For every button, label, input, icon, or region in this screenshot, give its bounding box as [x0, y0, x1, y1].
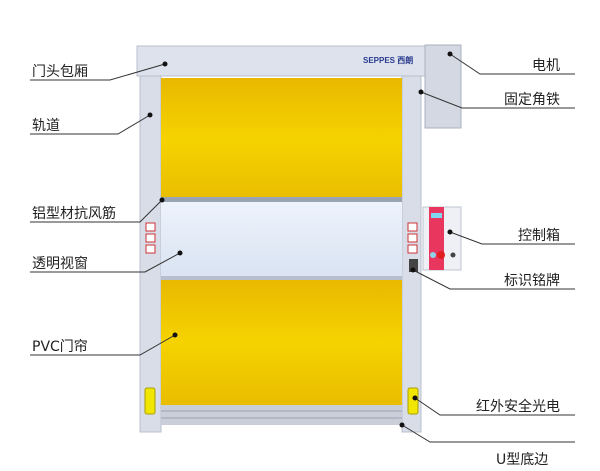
wind-bar-lower [161, 276, 402, 280]
transparent-window [161, 200, 402, 278]
label-angle-iron: 固定角铁 [504, 92, 560, 108]
wind-bar-upper [161, 197, 402, 202]
motor [424, 44, 462, 129]
photocell-left [144, 387, 156, 415]
label-curtain: PVC门帘 [32, 339, 88, 355]
photocell-right [407, 387, 419, 415]
post-buttons-left [145, 222, 156, 254]
pvc-curtain-bottom [161, 278, 402, 405]
post-buttons-right [407, 222, 418, 254]
label-header-box: 门头包厢 [32, 64, 88, 80]
label-photocell: 红外安全光电 [476, 399, 560, 415]
pvc-curtain-top [161, 78, 402, 200]
nameplate [409, 259, 418, 272]
label-bottom-bar: U型底边 [496, 452, 549, 468]
label-wind-bar: 铝型材抗风筋 [32, 206, 116, 222]
label-control-box: 控制箱 [518, 228, 560, 244]
u-bottom-bar [161, 405, 402, 425]
label-nameplate: 标识铭牌 [504, 273, 560, 289]
label-motor: 电机 [532, 58, 560, 74]
label-track: 轨道 [32, 118, 60, 134]
label-window: 透明视窗 [32, 256, 88, 272]
leader-lines [30, 53, 575, 443]
brand-logo: SEPPES 西朗 [363, 56, 414, 65]
